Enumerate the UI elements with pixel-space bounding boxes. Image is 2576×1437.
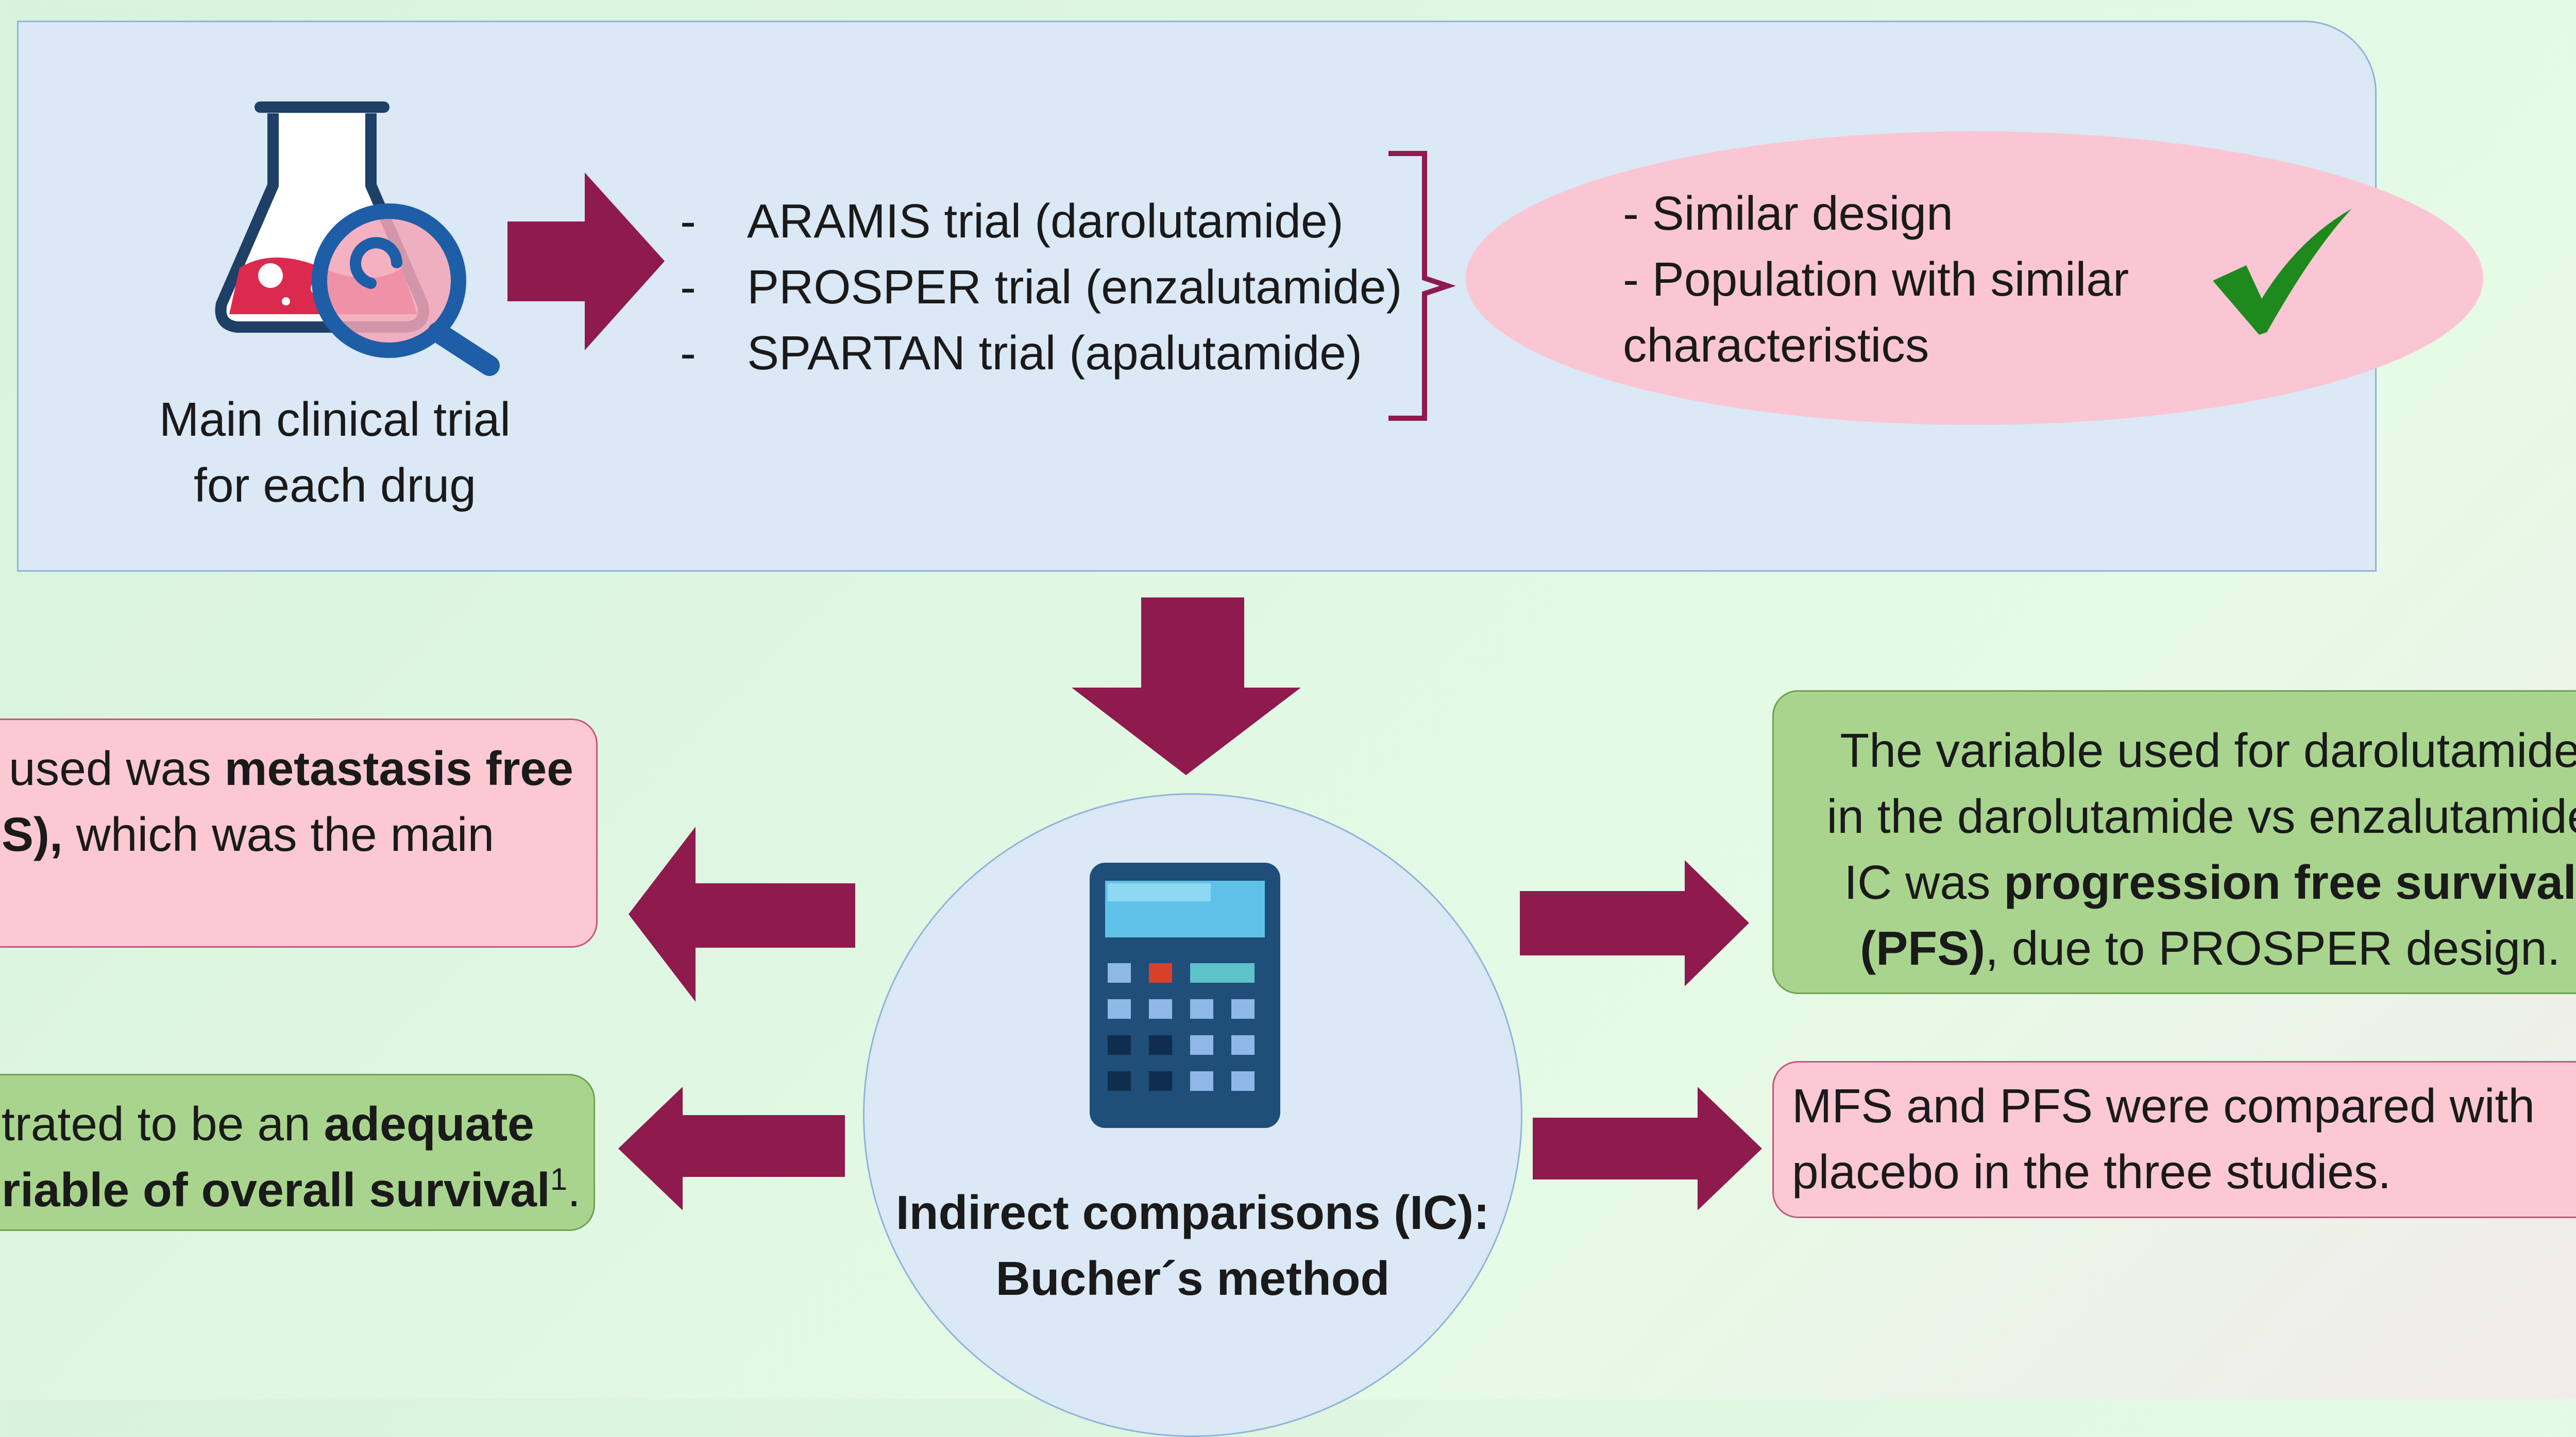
trial-list: -ARAMIS trial (darolutamide) -PROSPER tr…: [680, 188, 1402, 386]
flask-magnifier-icon: [215, 101, 500, 376]
caption-line-1: Main clinical trial: [159, 392, 511, 446]
list-dash: -: [680, 260, 696, 314]
left-top-bold-1: metastasis free: [224, 742, 573, 795]
arrow-down-icon: [1072, 597, 1301, 775]
right-top-line-3-bold: progression free survival: [2004, 856, 2576, 909]
left-top-box: used was metastasis free S), which was t…: [0, 718, 598, 948]
right-top-line-2: in the darolutamide vs enzalutamide: [1826, 790, 2576, 843]
right-top-line-4-text: , due to PROSPER design.: [1985, 921, 2561, 975]
list-dash: -: [680, 326, 696, 380]
right-top-line-3-text: IC was: [1844, 856, 2004, 909]
center-title: Indirect comparisons (IC): Bucher´s meth…: [863, 1179, 1522, 1311]
list-item: -ARAMIS trial (darolutamide): [680, 188, 1402, 254]
center-line-1: Indirect comparisons (IC):: [895, 1186, 1490, 1239]
left-bottom-bold-2: riable of overall survival: [2, 1163, 550, 1217]
list-item: -PROSPER trial (enzalutamide): [680, 254, 1402, 320]
list-dash: -: [680, 194, 696, 248]
similarity-text: - Similar design - Population with simil…: [1623, 180, 2241, 378]
left-bottom-box: trated to be an adequate riable of overa…: [0, 1074, 595, 1231]
similarity-line-3: characteristics: [1623, 318, 1929, 372]
right-top-box: The variable used for darolutamide in th…: [1772, 690, 2576, 994]
similarity-ellipse: [1466, 131, 2483, 425]
list-item: -SPARTAN trial (apalutamide): [680, 320, 1402, 386]
calculator-icon: [1090, 863, 1280, 1128]
arrow-left-icon: [618, 1087, 845, 1210]
trial-label: PROSPER trial (enzalutamide): [747, 260, 1402, 314]
left-top-bold-2: S),: [2, 808, 63, 861]
arrow-right-icon: [1520, 860, 1749, 986]
right-bottom-line-2: placebo in the three studies.: [1792, 1145, 2392, 1199]
right-top-line-4-bold: (PFS): [1860, 921, 1986, 975]
right-top-line-1: The variable used for darolutamide: [1840, 724, 2576, 777]
similarity-line-1: - Similar design: [1623, 186, 1953, 240]
center-line-2: Bucher´s method: [995, 1252, 1390, 1305]
left-bottom-text-1: trated to be an: [2, 1097, 324, 1151]
right-bottom-box: MFS and PFS were compared with placebo i…: [1772, 1061, 2576, 1218]
left-top-text-2: which was the main: [62, 808, 495, 861]
arrow-left-icon: [629, 827, 855, 1002]
brace-icon: [1388, 151, 1456, 421]
checkmark-icon: [2213, 209, 2352, 335]
left-bottom-bold-1: adequate: [324, 1097, 534, 1151]
arrow-right-icon: [1533, 1087, 1762, 1210]
left-top-text-1: used was: [9, 742, 225, 795]
arrow-right-icon: [507, 173, 665, 350]
similarity-line-2: - Population with similar: [1623, 252, 2129, 306]
flask-caption: Main clinical trial for each drug: [103, 386, 567, 518]
left-bottom-sup: 1: [550, 1162, 568, 1196]
right-bottom-line-1: MFS and PFS were compared with: [1792, 1079, 2535, 1133]
caption-line-2: for each drug: [193, 458, 476, 512]
trial-label: ARAMIS trial (darolutamide): [747, 194, 1344, 248]
left-bottom-text-2: .: [567, 1163, 581, 1217]
trial-label: SPARTAN trial (apalutamide): [747, 326, 1362, 380]
